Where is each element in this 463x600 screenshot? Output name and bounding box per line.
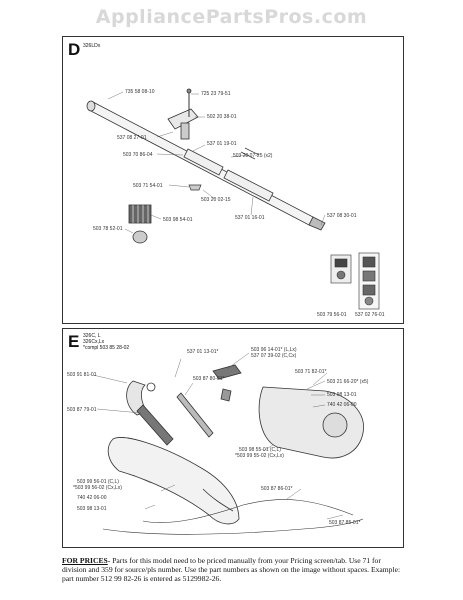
section-d-exploded-view: [86, 88, 380, 310]
part-label: 537 07 39-02 (C,Cx): [251, 353, 297, 359]
part-label: 503 71 82-01*: [295, 369, 327, 375]
part-label: 537 01 13-01*: [187, 349, 219, 355]
part-label: 735 58 08-10: [125, 89, 155, 95]
screw-b: [244, 147, 260, 156]
part-label: 502 20 38-01: [207, 114, 237, 120]
spacer-part: [188, 184, 202, 191]
part-label: 537 08 30-01: [327, 213, 357, 219]
section-e-model-3: *compl 503 85 28-02: [83, 345, 130, 351]
throttle-cable-1: [142, 499, 354, 523]
part-label: 537 01 19-01: [207, 141, 237, 147]
switch-block: [212, 364, 242, 380]
clamp-bracket: [180, 122, 190, 140]
part-label: *503 99 55-02 (Cx,Lx): [235, 453, 284, 459]
part-label: 503 87 85-01*: [329, 520, 361, 526]
section-e-model-2: 326Cx,Lx: [83, 339, 105, 345]
part-label: 503 96 14-01* (L,Lx): [251, 347, 297, 353]
fan-recess: [322, 412, 348, 438]
part-label: 740 42 06-00: [327, 402, 357, 408]
section-e-exploded-view: [92, 352, 364, 535]
part-label: 503 98 13-01: [77, 506, 107, 512]
part-label: 503 21 66-20* (x5): [327, 379, 369, 385]
pricing-text: - Parts for this model need to be priced…: [62, 556, 401, 583]
section-d-letter: D: [68, 40, 81, 59]
shaft-tip: [308, 216, 326, 231]
part-label: 503 78 52-01: [93, 226, 123, 232]
part-label: 503 98 13-01: [327, 392, 357, 398]
part-label: *503 99 56-02 (Cx,Lx): [73, 485, 122, 491]
site-watermark: AppliancePartsPros.com: [95, 6, 368, 28]
part-label: 503 98 54-01: [163, 217, 193, 223]
throttle-rod: [176, 392, 214, 438]
screw-a: [240, 151, 256, 160]
tube-sleeve: [183, 148, 224, 176]
part-label: 503 91 81-01: [67, 372, 97, 378]
grip-clip: [220, 388, 232, 402]
throttle-cable-2: [102, 518, 364, 535]
end-cap: [132, 230, 148, 244]
part-label: 503 98 55-01 (C,L): [239, 447, 281, 453]
handle-housing: [107, 437, 240, 525]
pricing-heading: FOR PRICES: [62, 556, 108, 565]
part-label: 503 71 54-01: [133, 183, 163, 189]
part-label: 503 99 56-01 (C,L): [77, 479, 119, 485]
throttle-body: [136, 404, 174, 446]
part-label: 503 70 86-04: [123, 152, 153, 158]
part-label: 503 20 02-15: [201, 197, 231, 203]
section-d-diagram: D 326LDx: [62, 36, 404, 324]
part-label: 740 42 06-00: [77, 495, 107, 501]
part-label: 503 87 79-01: [67, 407, 97, 413]
part-label: 537 01 16-01: [235, 215, 265, 221]
engine-cover: [258, 386, 364, 459]
part-label: 725 23 79-51: [201, 91, 231, 97]
part-label: 537 08 27-01: [117, 135, 147, 141]
grip-sleeve: [223, 169, 274, 202]
section-d-model: 326LDx: [83, 43, 101, 49]
section-e-diagram: E 326C, L 326Cx,Lx *compl 503 85 28-02: [62, 328, 404, 548]
part-label: 503 87 86-01*: [261, 486, 293, 492]
section-e-letter: E: [68, 332, 80, 351]
part-label: 503 87 80-01*: [193, 376, 225, 382]
section-e-model-1: 326C, L: [83, 333, 101, 339]
part-label: 537 02 76-01: [355, 312, 385, 318]
shaft-end: [86, 100, 96, 112]
filter-cylinder: [128, 204, 152, 224]
pricing-note: FOR PRICES- Parts for this model need to…: [62, 556, 407, 583]
part-label: 503 20 07-25 (x2): [233, 153, 273, 159]
part-label: 503 79 56-01: [317, 312, 347, 318]
